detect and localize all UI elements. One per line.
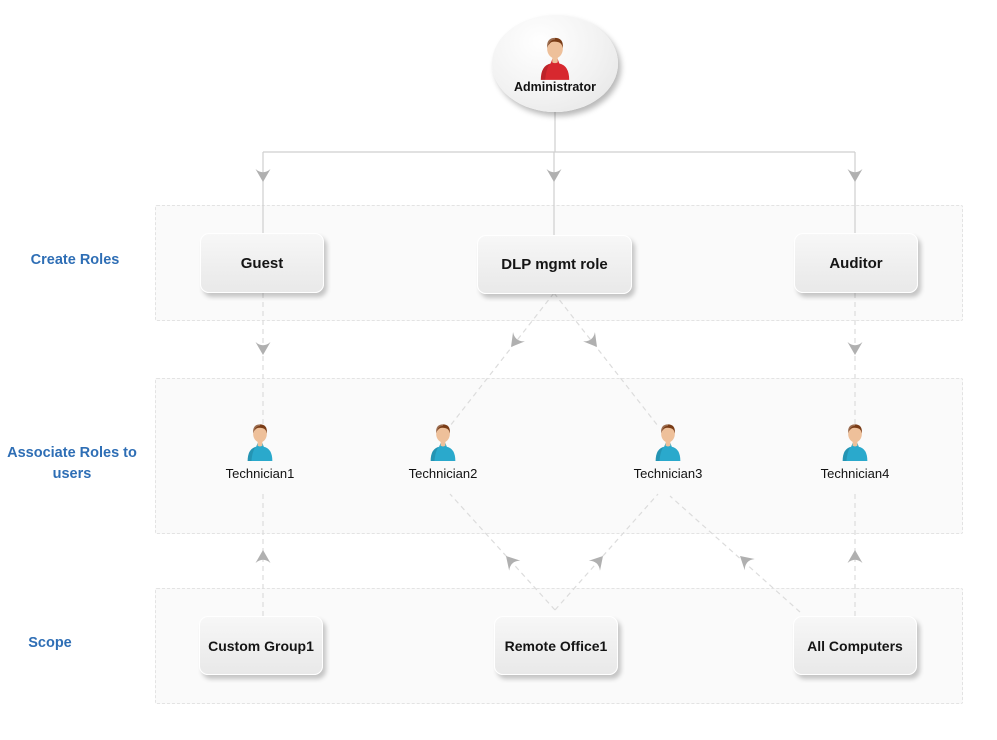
technician3-icon bbox=[649, 421, 687, 463]
label-create-roles: Create Roles bbox=[30, 252, 120, 268]
technician4-node[interactable]: Technician4 bbox=[795, 421, 915, 481]
administrator-icon bbox=[533, 34, 577, 82]
administrator-label: Administrator bbox=[514, 79, 596, 94]
technician1-node[interactable]: Technician1 bbox=[200, 421, 320, 481]
scope-box-all-computers[interactable]: All Computers bbox=[793, 616, 917, 675]
technician2-label: Technician2 bbox=[408, 466, 478, 481]
label-scope: Scope bbox=[28, 635, 72, 651]
technician2-icon bbox=[424, 421, 462, 463]
administrator-node[interactable]: Administrator bbox=[492, 15, 618, 112]
role-box-auditor[interactable]: Auditor bbox=[794, 233, 918, 293]
technician2-node[interactable]: Technician2 bbox=[383, 421, 503, 481]
scope-box-remote-office1[interactable]: Remote Office1 bbox=[494, 616, 618, 675]
technician3-node[interactable]: Technician3 bbox=[608, 421, 728, 481]
technician1-label: Technician1 bbox=[225, 466, 295, 481]
label-associate-roles: Associate Roles to users bbox=[7, 445, 137, 483]
technician4-label: Technician4 bbox=[820, 466, 890, 481]
technician4-icon bbox=[836, 421, 874, 463]
technician1-icon bbox=[241, 421, 279, 463]
scope-box-custom-group1[interactable]: Custom Group1 bbox=[199, 616, 323, 675]
role-box-guest[interactable]: Guest bbox=[200, 233, 324, 293]
technician3-label: Technician3 bbox=[633, 466, 703, 481]
role-box-dlp-mgmt[interactable]: DLP mgmt role bbox=[477, 235, 632, 294]
